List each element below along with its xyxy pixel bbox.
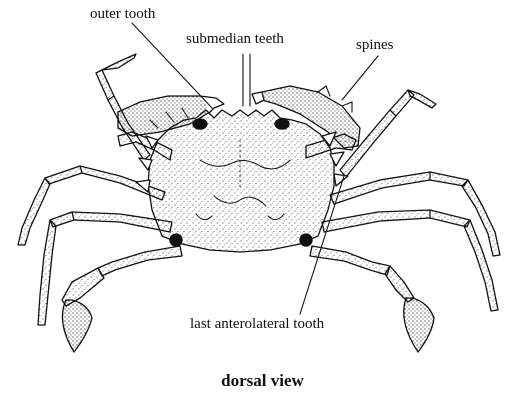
right-swimming-leg [310, 246, 434, 352]
carapace [136, 110, 348, 252]
left-leg-2 [18, 166, 165, 245]
label-spines: spines [356, 38, 394, 53]
label-submedian-teeth: submedian teeth [186, 32, 284, 47]
label-outer-tooth: outer tooth [90, 7, 155, 22]
left-swimming-leg [62, 246, 182, 352]
leader-spines [342, 56, 378, 100]
figure-caption: dorsal view [0, 372, 525, 389]
label-last-anterolateral-tooth: last anterolateral tooth [190, 317, 324, 332]
